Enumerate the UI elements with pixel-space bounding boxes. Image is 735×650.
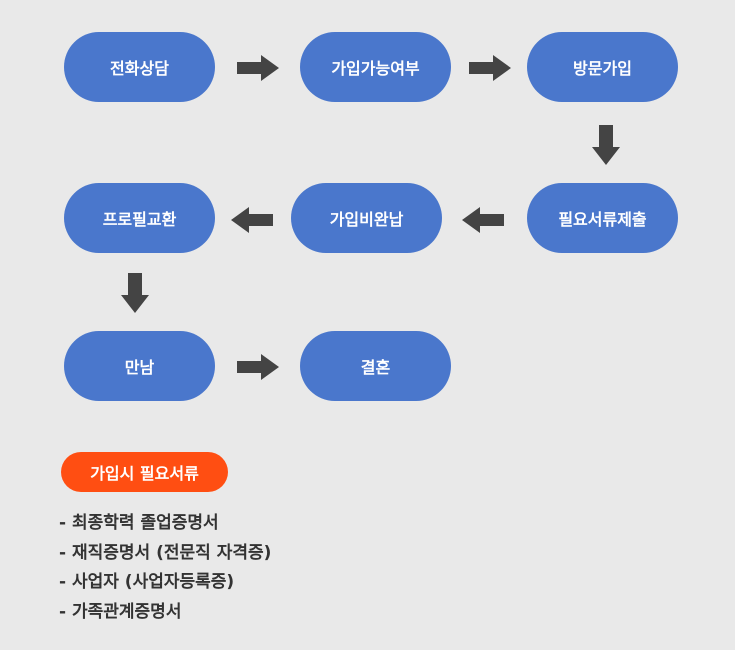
list-item: - 사업자 (사업자등록증)	[59, 572, 235, 592]
step-label: 필요서류제출	[558, 210, 647, 229]
step-phone-consultation: 전화상담	[64, 32, 215, 102]
required-documents-list: - 최종학력 졸업증명서 - 재직증명서 (전문직 자격증) - 사업자 (사업…	[59, 509, 271, 627]
arrow-right-icon	[237, 354, 279, 380]
step-document-submission: 필요서류제출	[527, 183, 678, 253]
step-label: 프로필교환	[102, 210, 177, 229]
arrow-down-icon	[592, 125, 620, 165]
arrow-left-icon	[231, 207, 273, 233]
step-label: 결혼	[360, 358, 391, 377]
required-documents-badge: 가입시 필요서류	[61, 452, 228, 492]
step-label: 만남	[124, 358, 155, 377]
arrow-left-icon	[462, 207, 504, 233]
step-label: 가입가능여부	[331, 59, 420, 78]
arrow-right-icon	[469, 55, 511, 81]
step-eligibility-check: 가입가능여부	[300, 32, 451, 102]
step-label: 전화상담	[110, 59, 169, 78]
step-marriage: 결혼	[300, 331, 451, 401]
list-item: - 가족관계증명서	[59, 601, 182, 622]
arrow-down-icon	[121, 273, 149, 313]
step-label: 방문가입	[573, 59, 632, 78]
arrow-right-icon	[237, 55, 279, 81]
badge-label: 가입시 필요서류	[90, 464, 199, 483]
step-label: 가입비완납	[329, 210, 404, 229]
step-visit-registration: 방문가입	[527, 32, 678, 102]
step-meeting: 만남	[64, 331, 215, 401]
list-item: - 재직증명서 (전문직 자격증)	[59, 542, 272, 563]
step-fee-payment: 가입비완납	[291, 183, 442, 253]
list-item: - 최종학력 졸업증명서	[59, 513, 219, 533]
step-profile-exchange: 프로필교환	[64, 183, 215, 253]
